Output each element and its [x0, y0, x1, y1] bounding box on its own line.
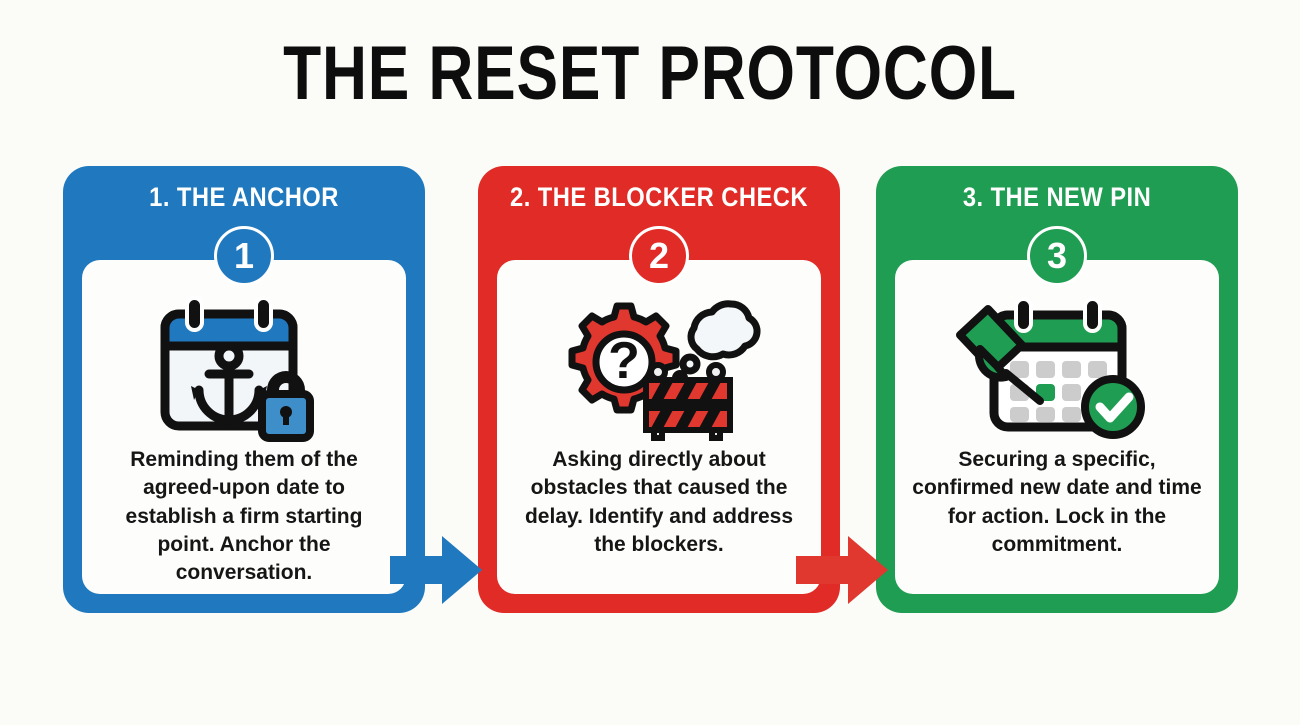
step-description-2: Asking directly about obstacles that cau…: [524, 448, 794, 557]
icon-container-2: ?: [497, 294, 821, 444]
icon-container-1: [82, 294, 406, 444]
step-card-new-pin[interactable]: 3. THE NEW PIN 3: [876, 166, 1238, 613]
calendar-anchor-lock-icon: [160, 296, 314, 442]
step-number-badge-2: 2: [629, 226, 689, 286]
step-card-body-2: ?: [497, 260, 821, 594]
gear-question-barrier-icon: ?: [568, 299, 761, 441]
arrow-step-1-to-2: [390, 534, 482, 606]
step-card-header-2: 2. THE BLOCKER CHECK: [510, 182, 808, 212]
step-number-badge-1: 1: [214, 226, 274, 286]
step-card-body-3: Securing a specific, confirmed new date …: [895, 260, 1219, 594]
arrow-step-2-to-3: [796, 534, 888, 606]
step-card-body-1: Reminding them of the agreed-upon date t…: [82, 260, 406, 594]
svg-text:?: ?: [608, 332, 640, 390]
steps-container: 1. THE ANCHOR 1: [0, 166, 1300, 616]
step-card-anchor[interactable]: 1. THE ANCHOR 1: [63, 166, 425, 613]
calendar-pushpin-check-icon: [955, 297, 1145, 439]
step-card-header-1: 1. THE ANCHOR: [149, 182, 339, 212]
step-number-badge-3: 3: [1027, 226, 1087, 286]
icon-container-3: [895, 294, 1219, 444]
step-card-blocker-check[interactable]: 2. THE BLOCKER CHECK 2: [478, 166, 840, 613]
step-description-1: Reminding them of the agreed-upon date t…: [125, 448, 363, 585]
step-description-3: Securing a specific, confirmed new date …: [912, 448, 1202, 557]
page-title: THE RESET PROTOCOL: [283, 31, 1017, 116]
step-card-header-3: 3. THE NEW PIN: [962, 182, 1152, 212]
